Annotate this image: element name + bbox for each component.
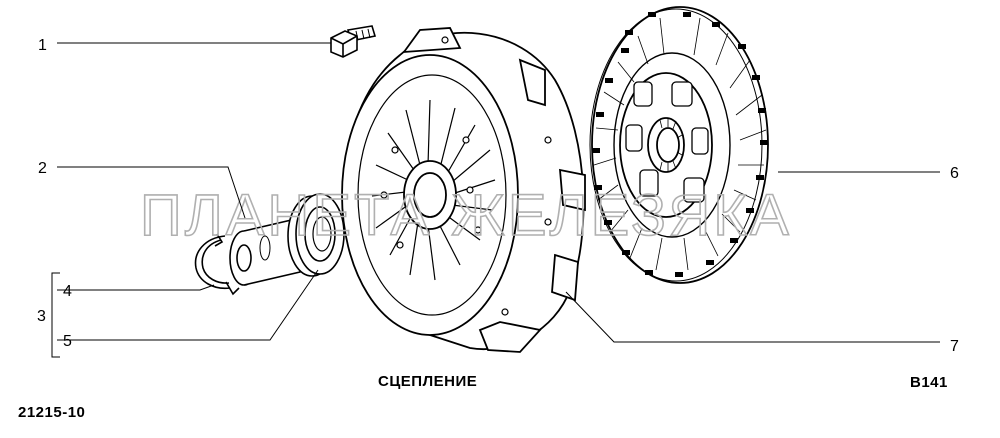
- callout-5: 5: [63, 333, 72, 350]
- callout-1: 1: [38, 37, 47, 54]
- sheet-code: B141: [910, 374, 948, 391]
- pressure-plate-part: [341, 27, 586, 353]
- bolt-part: [330, 25, 377, 58]
- diagram-caption: СЦЕПЛЕНИЕ: [378, 373, 477, 390]
- release-bearing-part: [194, 193, 345, 296]
- watermark: ПЛАНЕТА ЖЕЛЕЗЯКА: [140, 183, 792, 248]
- bracket-3: [51, 272, 60, 358]
- leader-5: [57, 269, 319, 341]
- callout-3: 3: [37, 308, 46, 325]
- callout-4: 4: [63, 283, 72, 300]
- callout-6: 6: [950, 165, 959, 182]
- callout-2: 2: [38, 160, 47, 177]
- leader-7: [565, 291, 940, 343]
- leader-4: [57, 284, 215, 291]
- leader-lines: [51, 42, 940, 358]
- model-code: 21215-10: [18, 404, 85, 421]
- leader-2: [57, 166, 246, 219]
- callout-7: 7: [950, 338, 959, 355]
- clutch-disc-part: [589, 6, 769, 284]
